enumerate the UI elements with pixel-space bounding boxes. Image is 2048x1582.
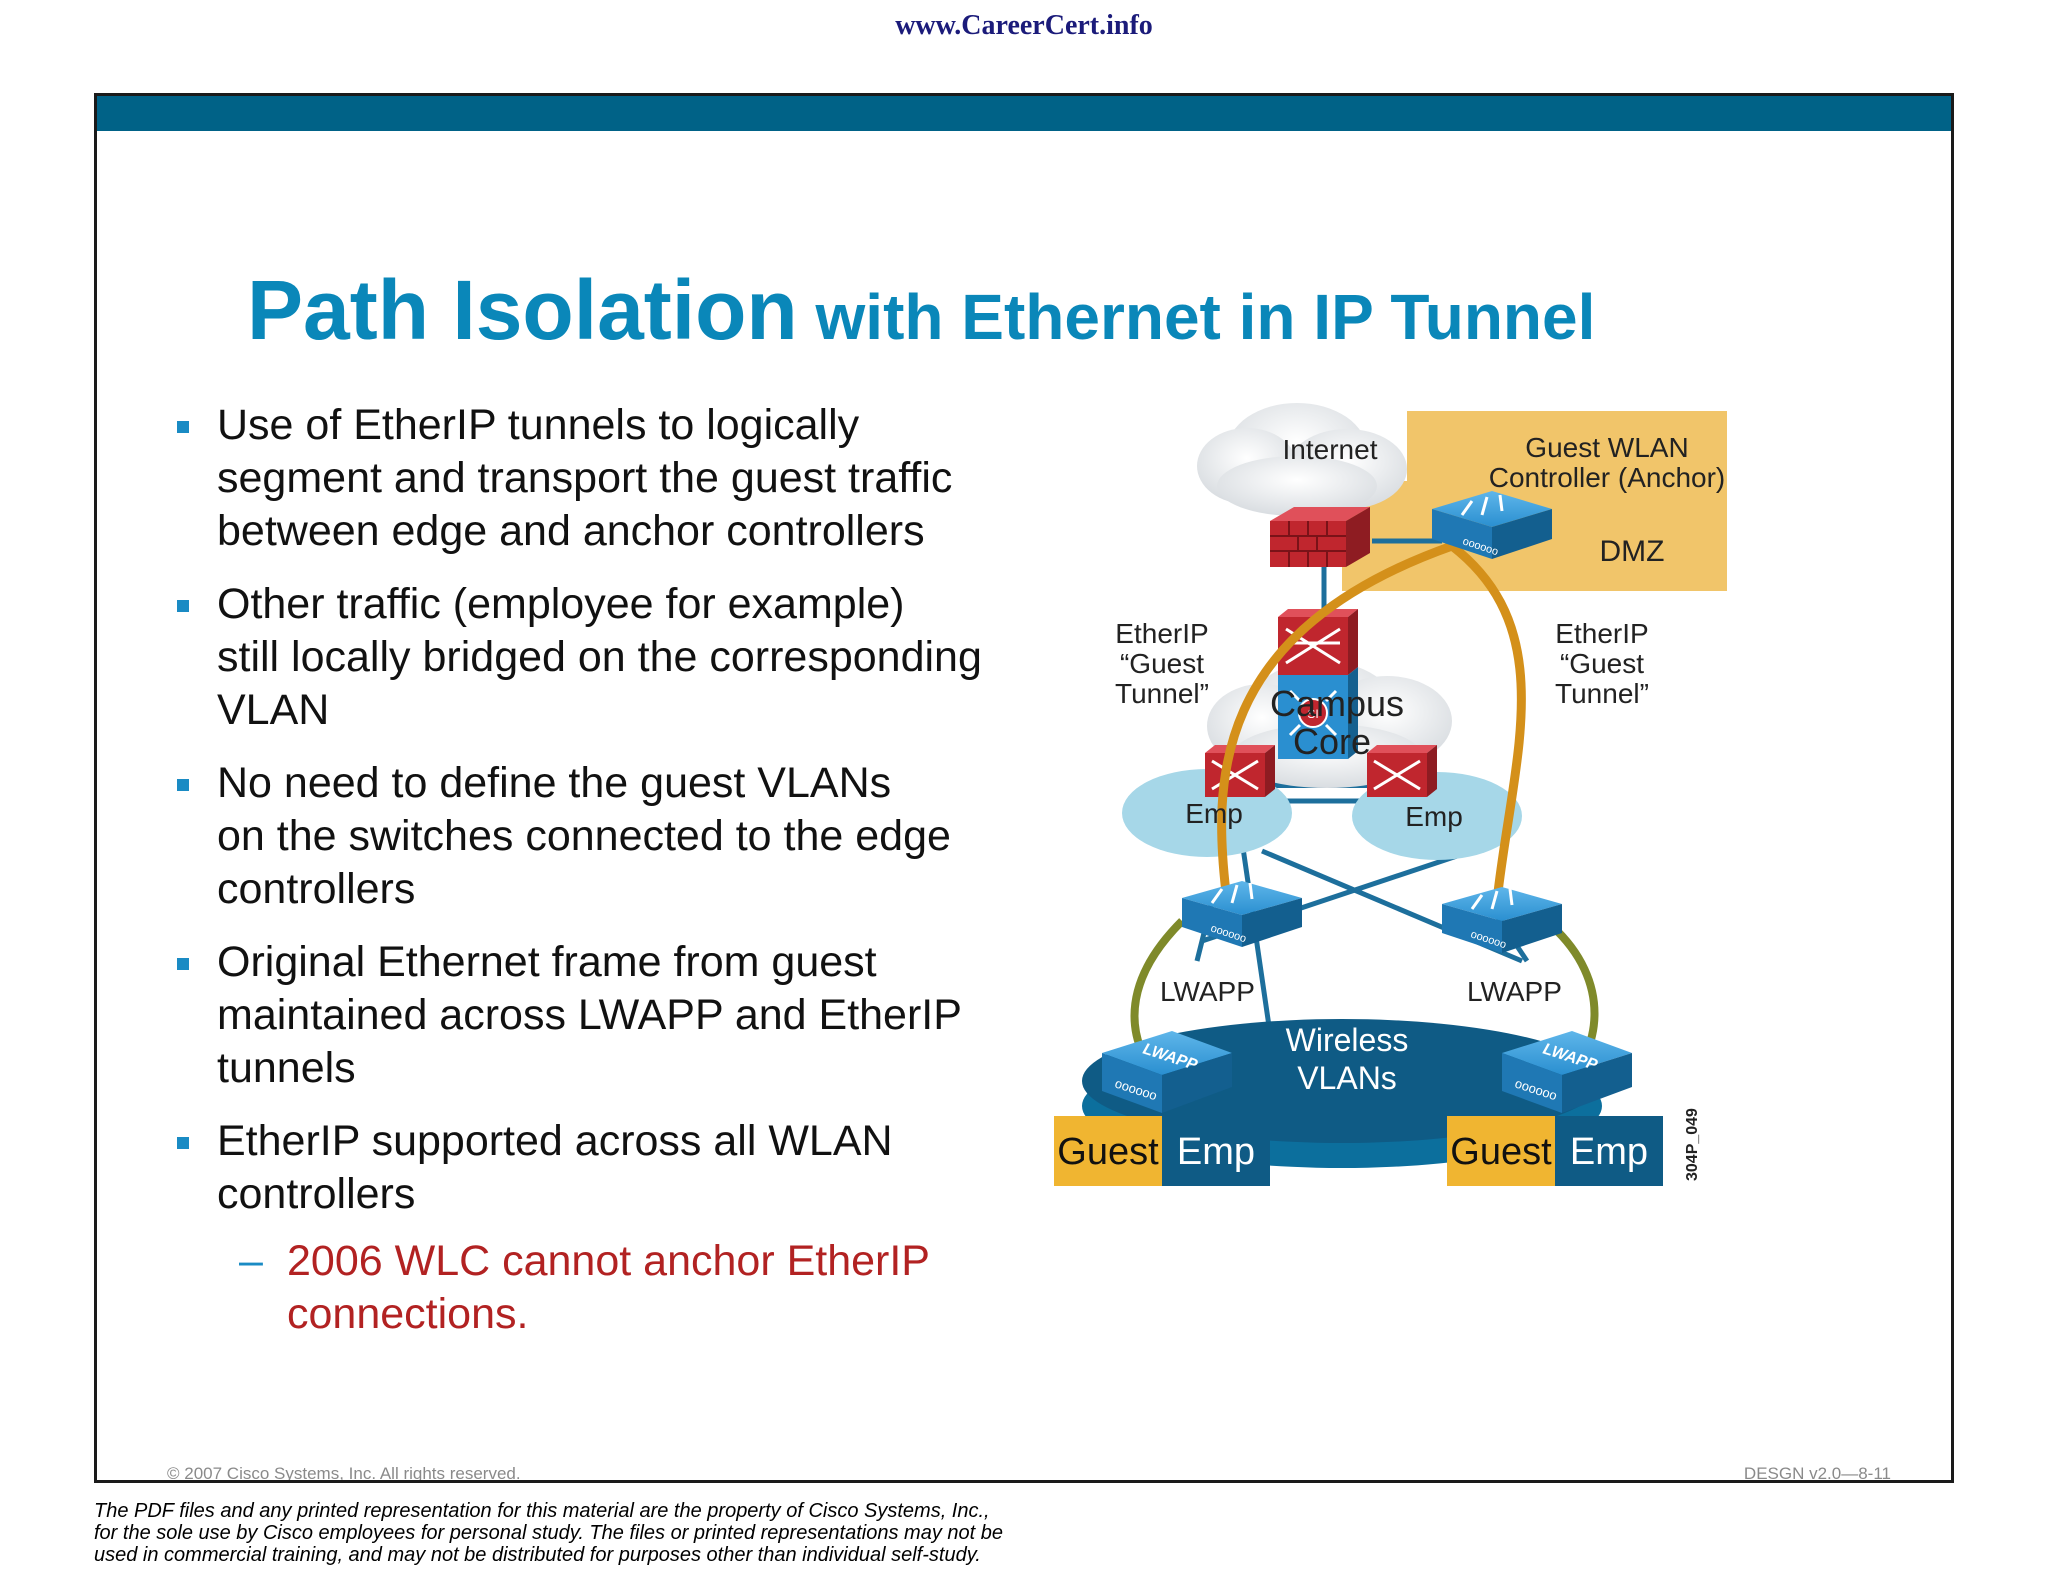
title-main: Path Isolation	[247, 263, 798, 357]
bullet-list: Use of EtherIP tunnels to logically segm…	[133, 399, 1083, 1341]
title-rest: with Ethernet in IP Tunnel	[797, 281, 1596, 353]
campus-core-line1: Campus	[1270, 683, 1404, 724]
bullet-marker	[177, 1137, 189, 1149]
bullet-text: Use of EtherIP tunnels to logically segm…	[217, 401, 953, 555]
network-diagram: SI oooooo	[1054, 403, 1727, 1186]
bullet-marker	[177, 779, 189, 791]
bullet-marker	[177, 600, 189, 612]
etherip-left-line1: EtherIP	[1115, 618, 1208, 649]
bullet-marker	[177, 421, 189, 433]
copyright-text: © 2007 Cisco Systems, Inc. All rights re…	[167, 1464, 521, 1483]
emp-bottom-right-label: Emp	[1570, 1131, 1648, 1173]
figure-id: 304P_049	[1684, 1108, 1701, 1181]
etherip-right-line2: “Guest	[1560, 648, 1644, 679]
firewall-icon	[1270, 507, 1370, 567]
access-point-left-icon: LWAPP oooooo	[1102, 1031, 1232, 1113]
slide-title: Path Isolation with Ethernet in IP Tunne…	[247, 262, 1847, 359]
edge-controller-left-icon: oooooo	[1182, 881, 1302, 947]
etherip-left-line2: “Guest	[1120, 648, 1204, 679]
sub-bullet-dash: –	[239, 1237, 263, 1285]
emp-bottom-left-label: Emp	[1177, 1131, 1255, 1173]
bullet-marker	[177, 958, 189, 970]
guest-right-label: Guest	[1450, 1131, 1552, 1173]
sub-bullet-text: 2006 WLC cannot anchor EtherIP connectio…	[287, 1237, 930, 1338]
svg-text:SI: SI	[1307, 707, 1318, 721]
anchor-controller-icon: oooooo	[1432, 491, 1552, 559]
bullet-item: Original Ethernet frame from guest maint…	[133, 936, 1083, 1095]
slide: Path Isolation with Ethernet in IP Tunne…	[94, 93, 1954, 1483]
sub-bullet-item: –2006 WLC cannot anchor EtherIP connecti…	[133, 1235, 1083, 1341]
campus-core-line2: Core	[1293, 721, 1371, 762]
guest-wlan-label-line1: Guest WLAN	[1525, 432, 1688, 463]
guest-box-left	[1054, 1116, 1162, 1186]
emp-left-label: Emp	[1185, 798, 1243, 829]
site-url[interactable]: www.CareerCert.info	[895, 10, 1153, 41]
emp-box-left	[1162, 1116, 1270, 1186]
bullet-text: No need to define the guest VLANs on the…	[217, 759, 951, 913]
core-switch-icon: SI	[1278, 609, 1358, 759]
bullet-item: EtherIP supported across all WLAN contro…	[133, 1115, 1083, 1221]
lwapp-right-label: LWAPP	[1467, 976, 1562, 1007]
wireless-vlans-line2: VLANs	[1297, 1060, 1397, 1096]
slide-top-bar	[97, 96, 1951, 131]
course-code: DESGN v2.0—8-11	[1743, 1464, 1891, 1483]
wireless-vlans-line1: Wireless	[1286, 1022, 1409, 1058]
bullet-item: Other traffic (employee for example) sti…	[133, 578, 1083, 737]
distribution-switch-right-icon	[1367, 745, 1437, 797]
etherip-tunnel-left	[1217, 541, 1454, 902]
etherip-right-line3: Tunnel”	[1555, 678, 1649, 709]
etherip-left-line3: Tunnel”	[1115, 678, 1209, 709]
disclaimer-text: The PDF files and any printed representa…	[94, 1500, 1003, 1566]
emp-right-label: Emp	[1405, 801, 1463, 832]
access-point-right-icon: LWAPP oooooo	[1502, 1031, 1632, 1113]
guest-box-right	[1447, 1116, 1555, 1186]
bullet-item: Use of EtherIP tunnels to logically segm…	[133, 399, 1083, 558]
dmz-label: DMZ	[1600, 535, 1665, 568]
internet-label: Internet	[1283, 434, 1378, 465]
etherip-right-line1: EtherIP	[1555, 618, 1648, 649]
emp-box-right	[1555, 1116, 1663, 1186]
bullet-text: EtherIP supported across all WLAN contro…	[217, 1117, 893, 1218]
guest-wlan-label-line2: Controller (Anchor)	[1489, 462, 1726, 493]
bullet-item: No need to define the guest VLANs on the…	[133, 757, 1083, 916]
distribution-switch-left-icon	[1205, 745, 1275, 797]
bullet-text: Other traffic (employee for example) sti…	[217, 580, 982, 734]
etherip-tunnel-right	[1449, 542, 1526, 902]
internet-cloud	[1197, 403, 1407, 516]
guest-left-label: Guest	[1057, 1131, 1159, 1173]
edge-controller-right-icon: oooooo	[1442, 887, 1562, 953]
bullet-text: Original Ethernet frame from guest maint…	[217, 938, 962, 1092]
lwapp-left-label: LWAPP	[1160, 976, 1255, 1007]
